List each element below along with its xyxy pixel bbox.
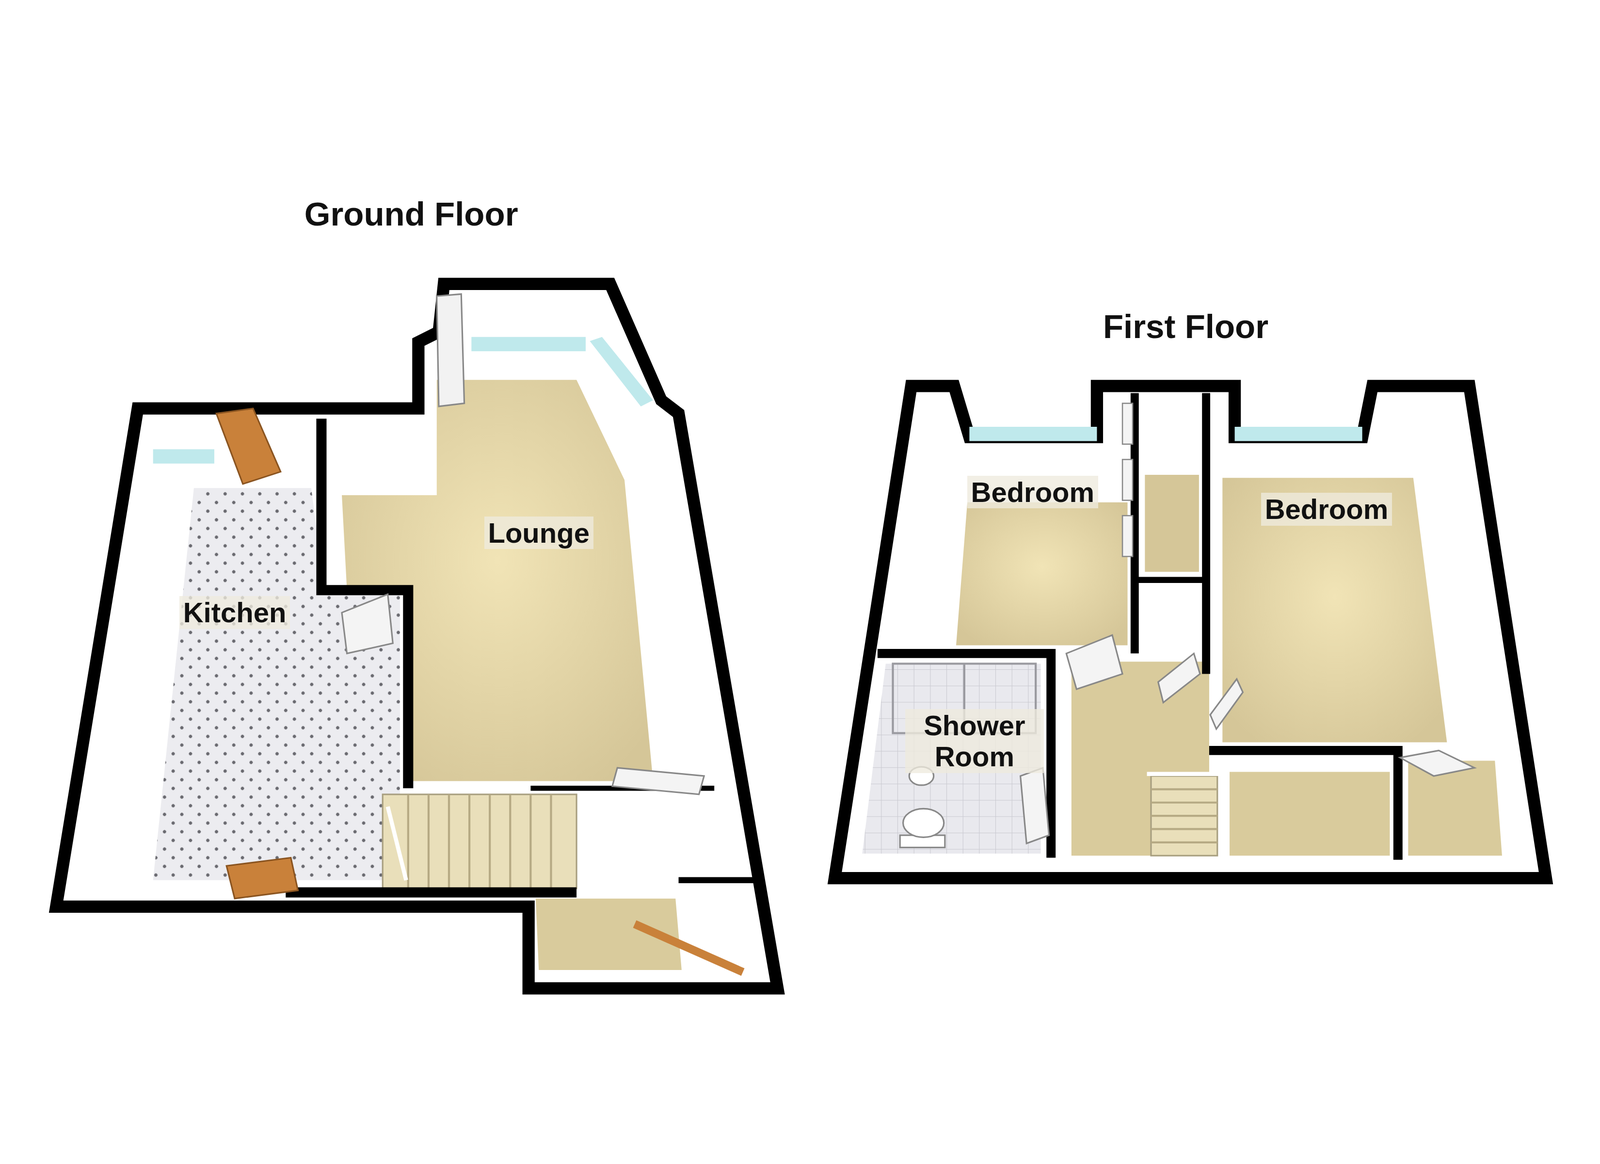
staircase: [1151, 775, 1218, 856]
floor-plan-region: Ground FloorKitchen Lounge: [40, 173, 796, 1011]
internal-wall: [1209, 750, 1398, 860]
internal-wall: [285, 886, 577, 897]
ground-floor-plan: [56, 283, 778, 989]
room-name: Bedroom: [1261, 492, 1393, 526]
room-name: Bedroom: [967, 475, 1099, 509]
staircase: [382, 794, 577, 889]
stair-treads: [1151, 788, 1218, 842]
cupboard-floor: [1408, 760, 1503, 856]
internal-wall: [321, 418, 409, 788]
door: [612, 767, 704, 795]
outer-wall: [834, 385, 1547, 879]
door: [634, 923, 743, 972]
room-label-box: Bedroom: [967, 475, 1099, 509]
room-name: Kitchen: [179, 595, 291, 629]
room-label-box: Bedroom: [1261, 492, 1393, 526]
floor-plan-region: First FloorBedroomBedroomShower Room: [816, 295, 1562, 898]
cupboard-floor: [1229, 771, 1390, 856]
door: [436, 293, 465, 407]
door: [341, 593, 393, 654]
toilet: [903, 808, 944, 837]
room-label-box: Shower Room: [905, 708, 1044, 773]
banister: [1147, 771, 1223, 776]
internal-wall: [1201, 393, 1211, 674]
floor-heading: First Floor: [1103, 307, 1269, 346]
door: [216, 408, 281, 484]
window: [589, 336, 653, 407]
door: [1210, 678, 1243, 729]
room-label-box: Kitchen: [179, 595, 291, 629]
first-floor-plan: [834, 385, 1547, 879]
room-name: Lounge: [484, 516, 594, 550]
outer-wall: [56, 283, 778, 989]
internal-wall: [1137, 576, 1205, 583]
internal-wall: [877, 653, 1052, 858]
wardrobe-floor: [1144, 474, 1200, 572]
floor-heading: Ground Floor: [304, 194, 519, 234]
wardrobe-doors: [1122, 403, 1133, 557]
window: [969, 426, 1097, 441]
room-name: Shower Room: [905, 708, 1044, 773]
internal-wall: [678, 876, 756, 883]
door: [226, 857, 298, 898]
window: [1234, 426, 1363, 441]
room-label-box: Lounge: [484, 516, 594, 550]
door: [1066, 634, 1123, 689]
lounge-floor: [341, 379, 654, 781]
banister: [387, 806, 407, 880]
window: [471, 336, 586, 352]
door: [1158, 653, 1200, 703]
window: [153, 448, 215, 464]
door: [1020, 767, 1050, 844]
bedroom-floor: [1222, 477, 1447, 742]
bedroom-floor: [956, 502, 1128, 646]
door: [1400, 750, 1475, 776]
stair-treads: [408, 794, 552, 889]
